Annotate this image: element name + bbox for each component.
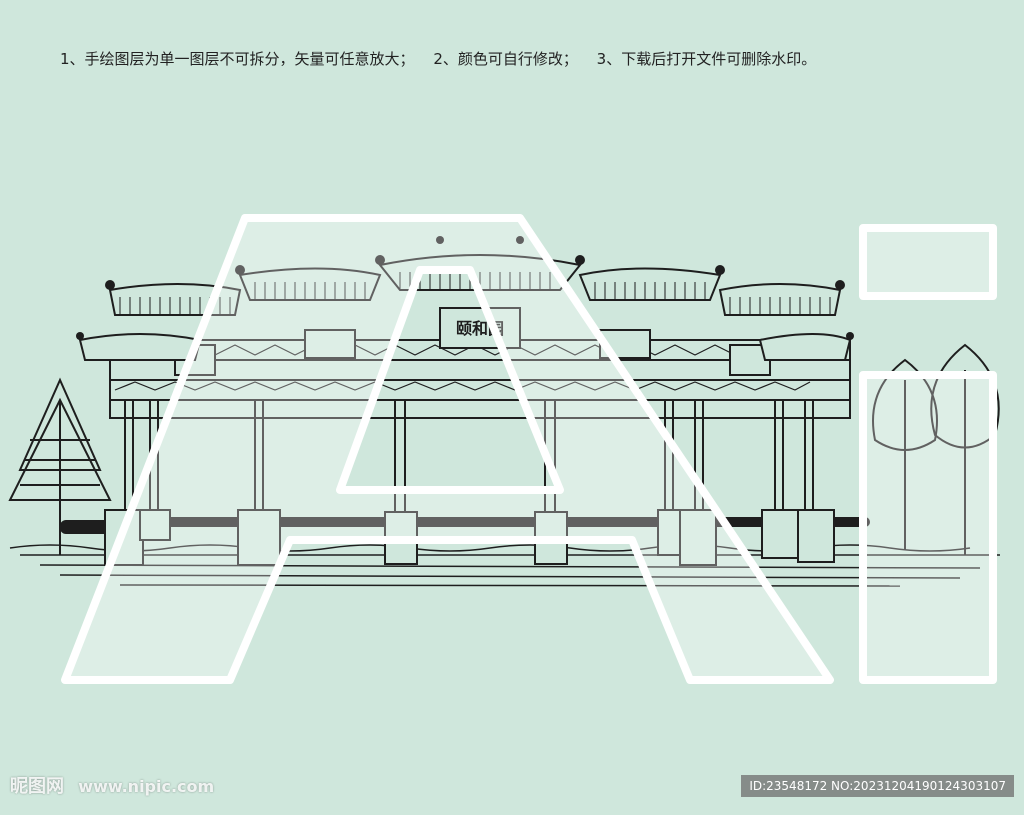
- instruction-2: 2、颜色可自行修改；: [433, 50, 578, 68]
- roof-left-mid: [238, 267, 382, 301]
- instruction-3: 3、下载后打开文件可删除水印。: [596, 50, 817, 68]
- ground: [9, 544, 1000, 587]
- roof-right-low: [758, 333, 852, 361]
- right-trees: [872, 343, 1000, 555]
- instruction-1: 1、手绘图层为单一图层不可拆分，矢量可任意放大；: [60, 50, 415, 68]
- watermark-brand-name: 昵图网: [10, 776, 64, 797]
- instructions-line: 1、手绘图层为单一图层不可拆分，矢量可任意放大； 2、颜色可自行修改； 3、下载…: [60, 48, 816, 69]
- watermark-brand: 昵图网 www.nipic.com: [10, 772, 214, 798]
- roof-left-low: [78, 333, 202, 361]
- roof-right-mid: [578, 267, 722, 301]
- watermark-url: www.nipic.com: [78, 777, 215, 796]
- hedge: [60, 517, 870, 534]
- watermark-id-text: ID:23548172 NO:20231204190124303107: [749, 779, 1006, 793]
- ornament: [114, 344, 811, 391]
- pillars: [124, 400, 814, 512]
- plaque-text: 颐和园: [456, 319, 504, 338]
- watermark-id-badge: ID:23548172 NO:20231204190124303107: [741, 775, 1014, 797]
